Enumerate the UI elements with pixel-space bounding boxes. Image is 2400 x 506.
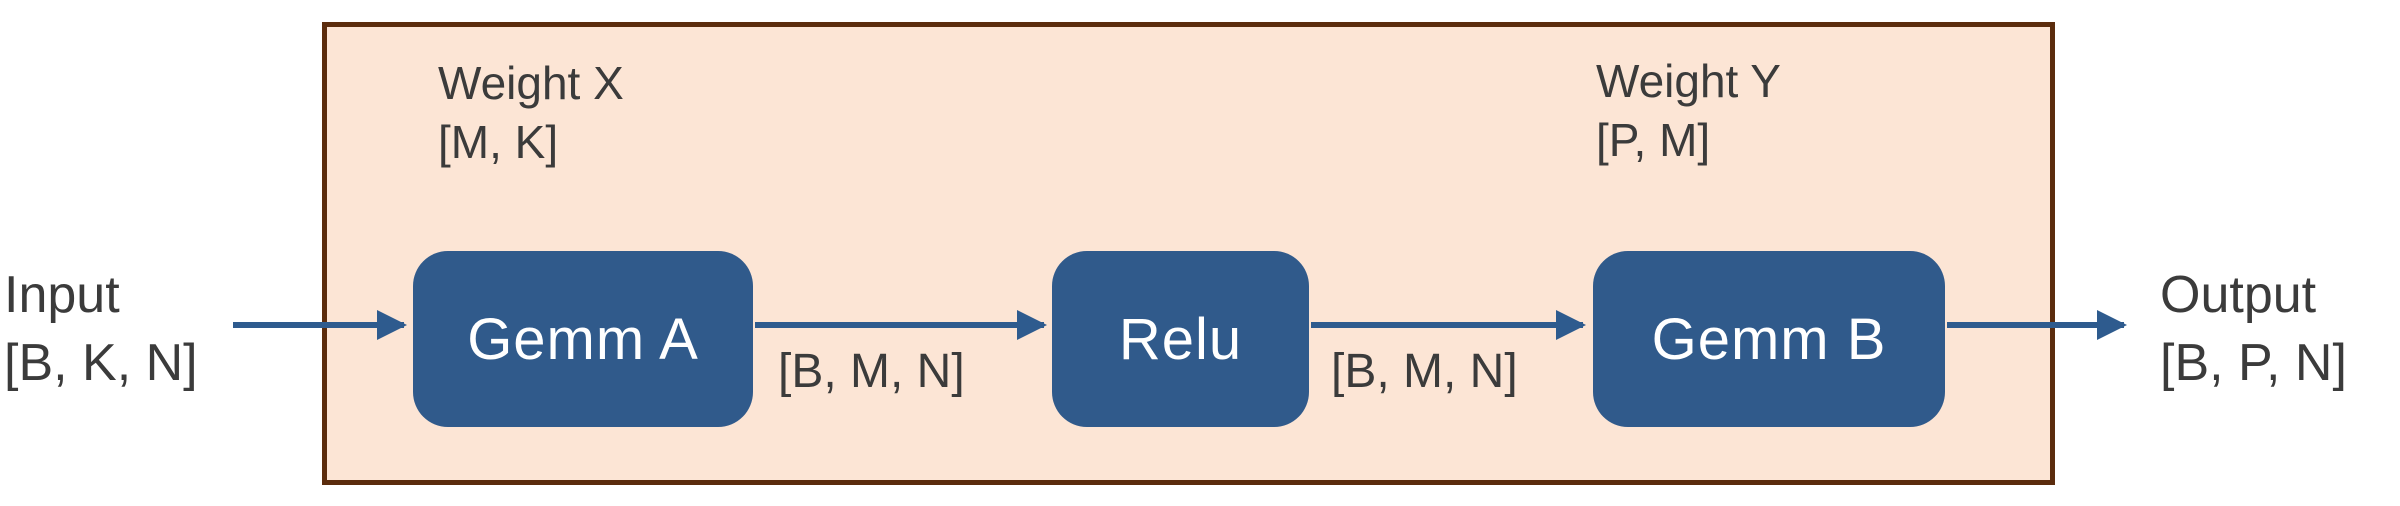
node-gemm-b-label: Gemm B [1651,306,1887,372]
weight-x-label: Weight X [M, K] [438,54,624,172]
input-name: Input [4,266,120,324]
output-shape: [B, P, N] [2160,333,2347,392]
node-relu: Relu [1052,251,1309,427]
edge-label-relu-out: [B, M, N] [1331,345,1518,398]
input-shape: [B, K, N] [4,333,198,392]
node-relu-label: Relu [1118,306,1243,372]
weight-x-shape: [M, K] [438,115,559,168]
edge-label-gemm-a-out: [B, M, N] [778,345,965,398]
node-gemm-a-label: Gemm A [467,306,699,372]
input-label: Input [B, K, N] [4,262,198,397]
weight-y-label: Weight Y [P, M] [1596,52,1781,170]
output-label: Output [B, P, N] [2160,262,2347,397]
node-gemm-a: Gemm A [413,251,753,427]
weight-y-shape: [P, M] [1596,113,1711,166]
node-gemm-b: Gemm B [1593,251,1945,427]
output-name: Output [2160,266,2317,324]
weight-x-name: Weight X [438,57,624,109]
weight-y-name: Weight Y [1596,55,1781,107]
